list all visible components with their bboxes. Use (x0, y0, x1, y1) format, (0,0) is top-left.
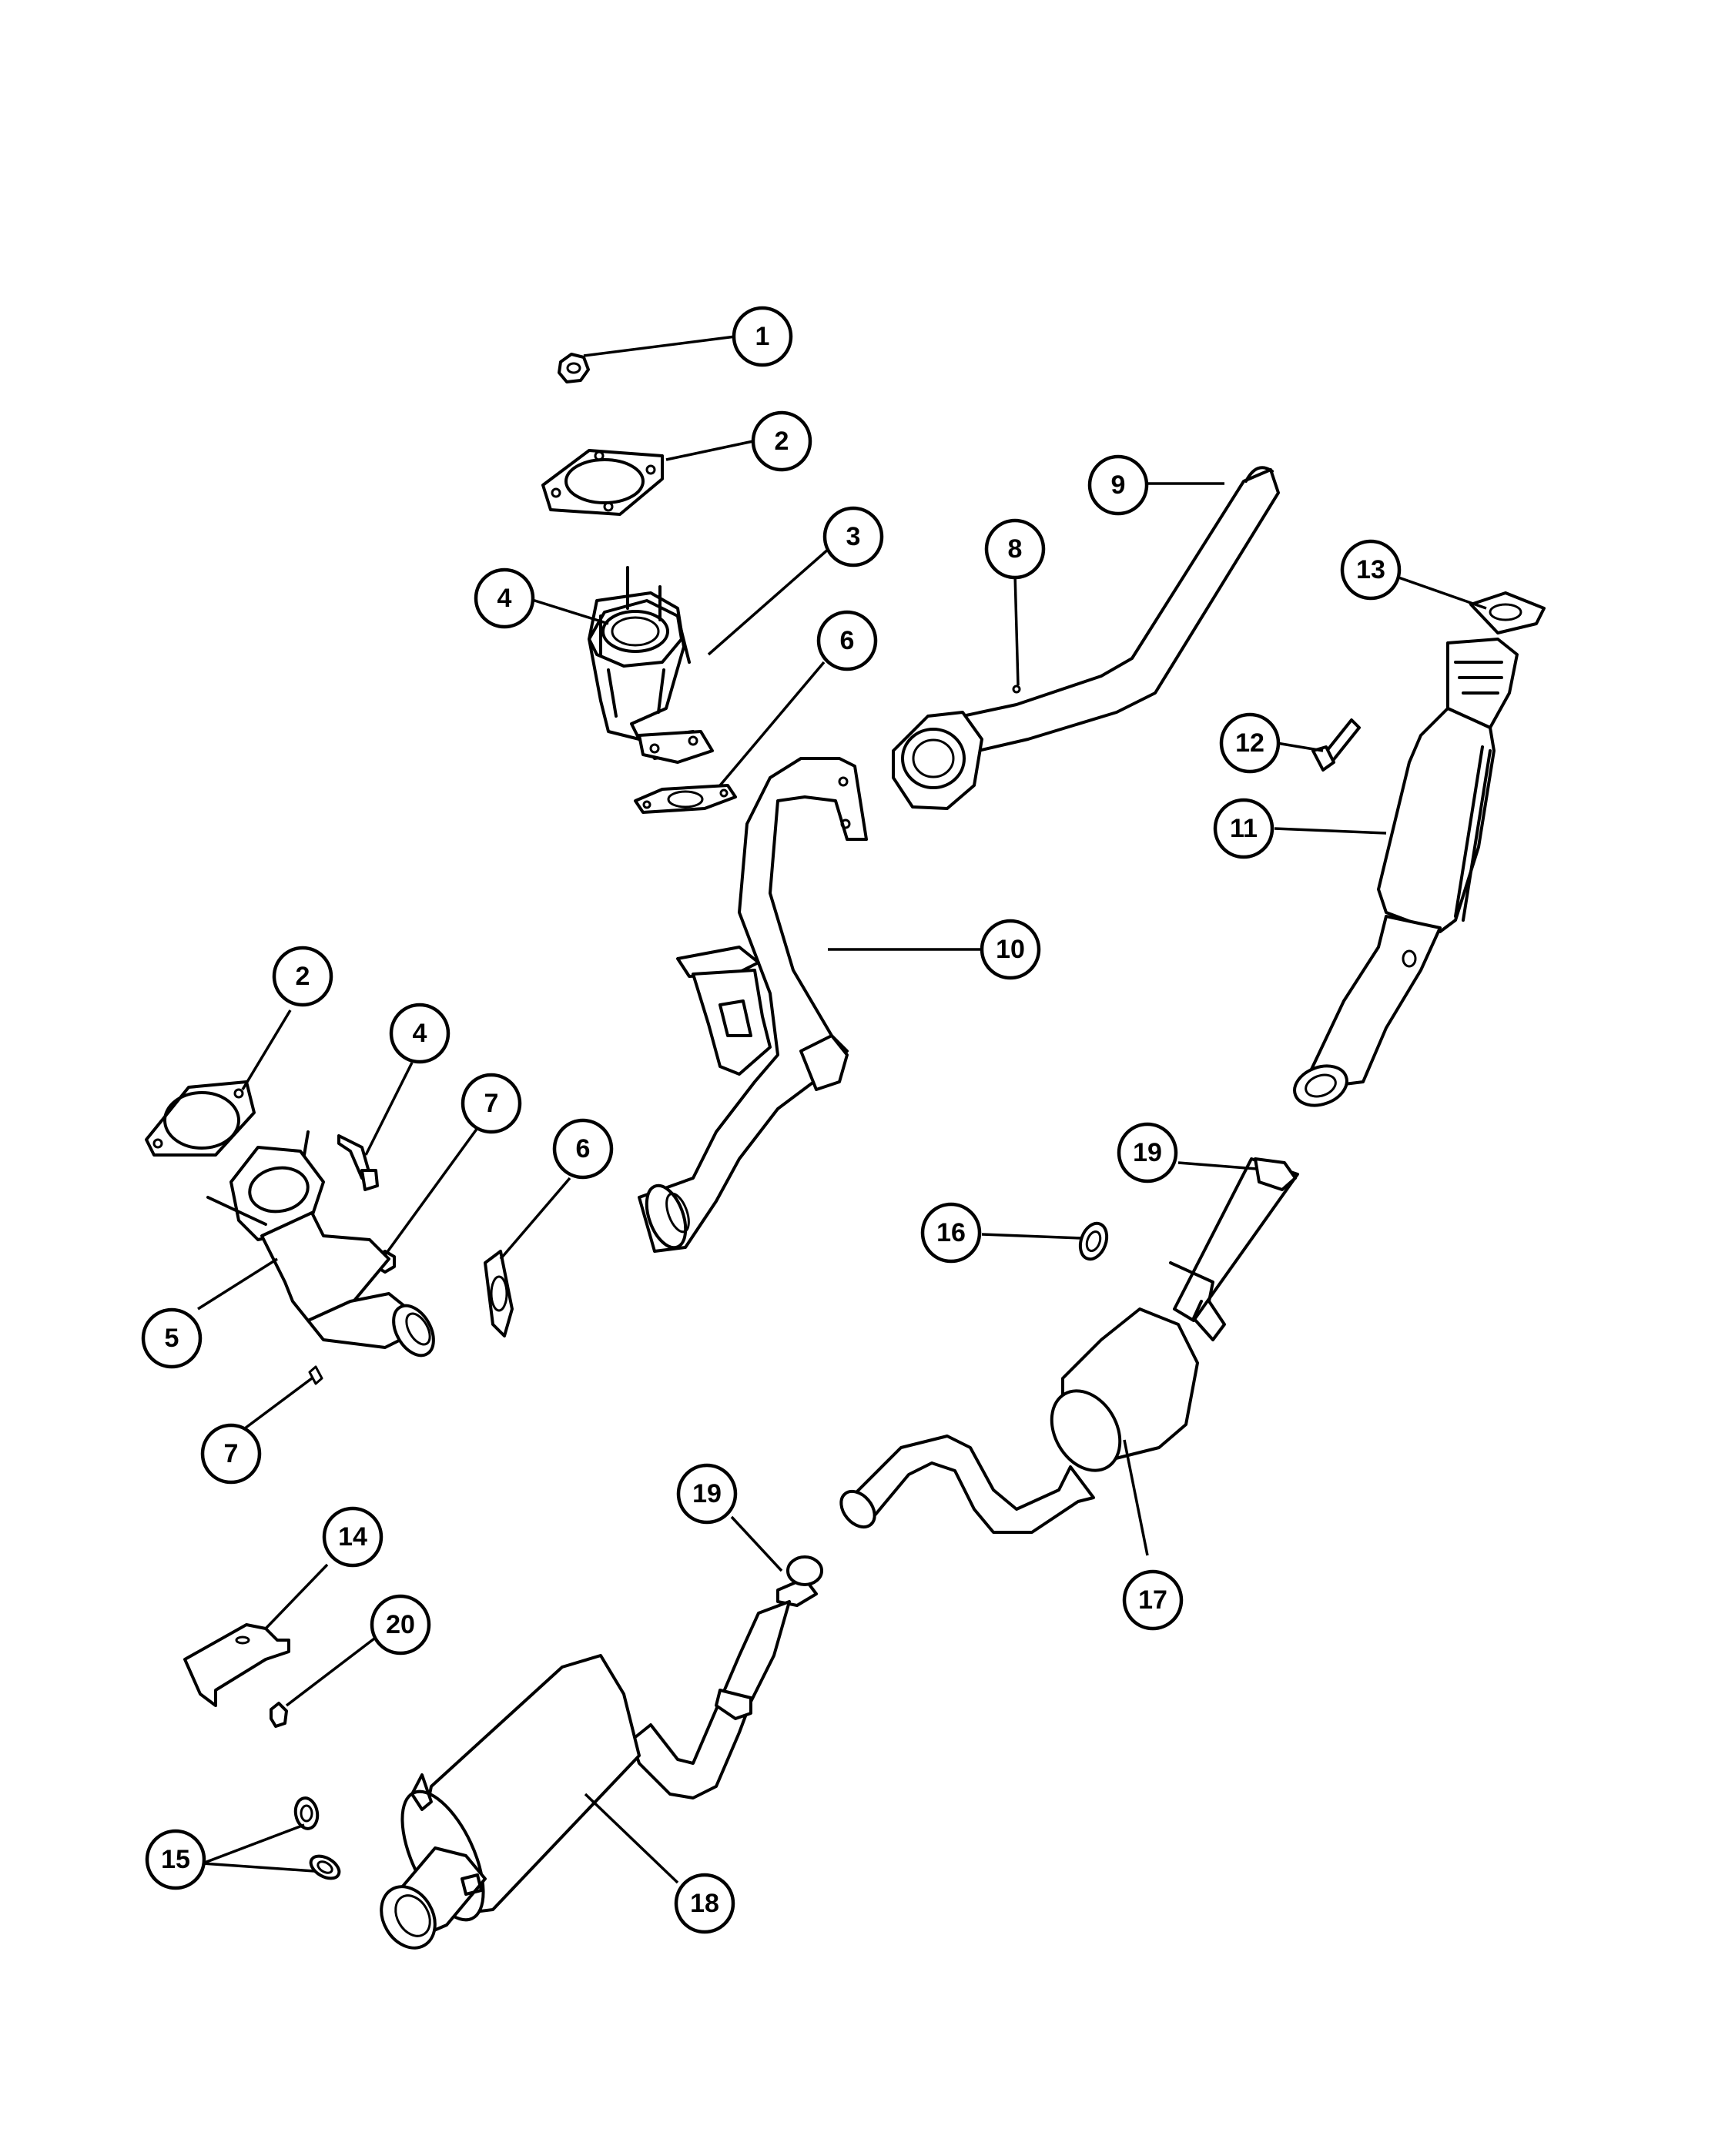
callout-17: 17 (1122, 1569, 1184, 1631)
callout-11: 11 (1213, 798, 1274, 859)
callout-19-lower: 19 (676, 1463, 738, 1525)
svg-text:18: 18 (690, 1889, 719, 1918)
callout-12: 12 (1219, 712, 1281, 774)
part-catalytic-converter-lower (206, 1130, 435, 1358)
svg-text:2: 2 (775, 427, 789, 456)
part-nut (558, 353, 590, 383)
svg-text:13: 13 (1356, 555, 1385, 584)
svg-text:15: 15 (161, 1845, 190, 1874)
part-bolt (1311, 718, 1361, 772)
callout-9: 9 (1087, 454, 1149, 516)
callout-7: 7 (461, 1073, 522, 1134)
part-catalytic-converter-rear (1293, 638, 1519, 1107)
part-resonator-assembly (839, 1157, 1299, 1534)
callout-13: 13 (1340, 539, 1402, 601)
callout-14: 14 (322, 1506, 384, 1568)
part-muffler-assembly (380, 1555, 823, 1950)
part-gasket-square (1469, 591, 1546, 634)
callout-1: 1 (732, 306, 793, 367)
callout-8: 8 (984, 518, 1046, 580)
svg-text:17: 17 (1138, 1585, 1167, 1615)
svg-text:7: 7 (224, 1439, 239, 1468)
part-isolators (293, 1796, 341, 1880)
svg-text:9: 9 (1111, 470, 1126, 500)
svg-text:8: 8 (1008, 534, 1023, 564)
part-isolator (1078, 1221, 1109, 1261)
callout-2: 2 (751, 410, 812, 472)
callout-16: 16 (920, 1202, 982, 1264)
svg-text:7: 7 (484, 1089, 499, 1118)
svg-text:14: 14 (338, 1522, 367, 1552)
part-stud (337, 1134, 379, 1191)
callout-3: 3 (822, 506, 884, 567)
svg-text:12: 12 (1235, 728, 1264, 758)
callout-5: 5 (141, 1307, 203, 1369)
part-bracket (183, 1623, 290, 1707)
svg-text:4: 4 (413, 1019, 427, 1048)
svg-text:11: 11 (1230, 814, 1258, 843)
svg-text:16: 16 (936, 1218, 966, 1247)
callout-20: 20 (370, 1594, 431, 1656)
callout-15: 15 (145, 1829, 206, 1890)
svg-text:10: 10 (996, 935, 1025, 964)
callout-10: 10 (980, 919, 1041, 980)
part-bolt-small (308, 1365, 323, 1385)
svg-text:5: 5 (165, 1324, 179, 1353)
svg-text:6: 6 (840, 626, 855, 655)
svg-text:1: 1 (755, 322, 770, 351)
part-front-pipe (892, 466, 1280, 810)
part-catalytic-converter-upper (588, 566, 714, 764)
callout-7-lower: 7 (200, 1423, 262, 1485)
callout-4: 4 (474, 567, 535, 629)
svg-text:4: 4 (497, 584, 512, 613)
svg-text:19: 19 (692, 1479, 722, 1508)
part-gasket-small-lower (484, 1250, 514, 1337)
callout-4-lower: 4 (389, 1003, 451, 1064)
part-clip (270, 1702, 288, 1728)
svg-text:3: 3 (846, 522, 861, 551)
callout-6-lower: 6 (552, 1118, 614, 1180)
callout-2-lower: 2 (272, 946, 333, 1007)
svg-text:6: 6 (576, 1134, 591, 1163)
svg-text:19: 19 (1133, 1138, 1162, 1167)
svg-text:2: 2 (296, 962, 310, 991)
svg-text:20: 20 (386, 1610, 415, 1639)
callout-6: 6 (816, 610, 878, 671)
part-gasket-lower (145, 1080, 256, 1157)
part-gasket-upper (541, 449, 664, 516)
callout-19: 19 (1117, 1122, 1178, 1183)
part-gasket-small-upper (634, 784, 737, 814)
callout-18: 18 (674, 1873, 735, 1934)
part-y-pipe (638, 757, 868, 1253)
leader-lines (197, 335, 1487, 1884)
